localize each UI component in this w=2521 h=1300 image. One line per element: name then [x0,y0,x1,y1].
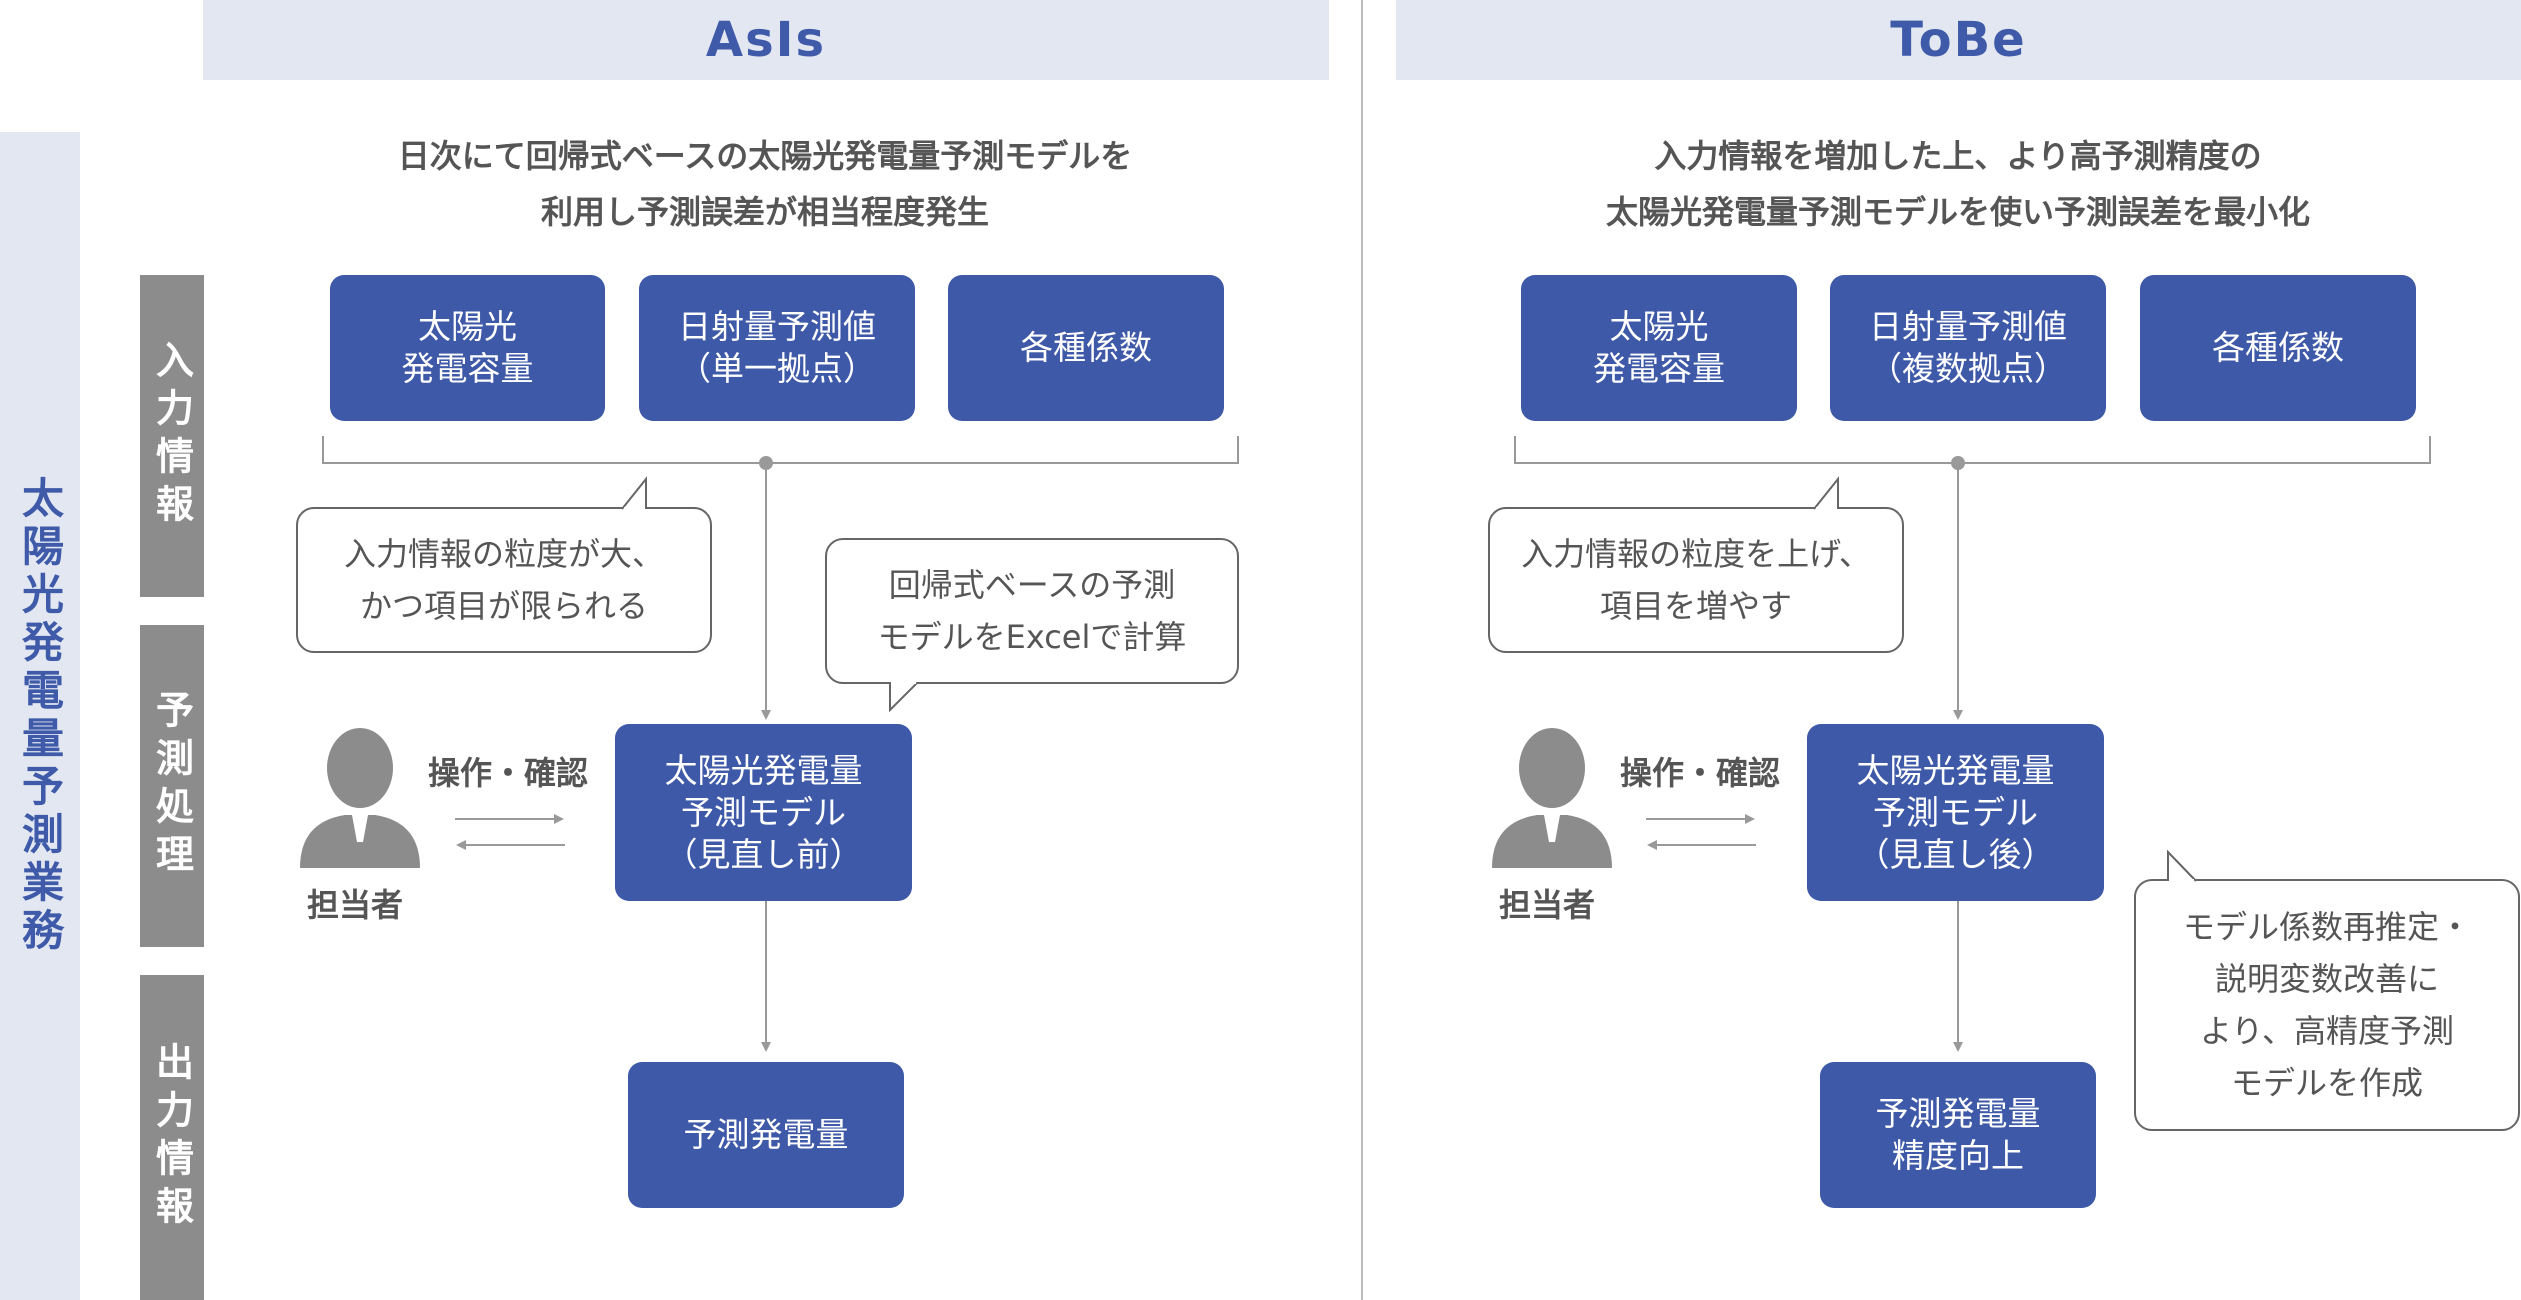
asis-person-label: 担当者 [307,886,404,924]
tobe-input-coefficients: 各種係数 [2140,275,2416,421]
tobe-output-box: 予測発電量 精度向上 [1820,1062,2096,1208]
asis-output-box: 予測発電量 [628,1062,904,1208]
asis-bubble-input: 入力情報の粒度が大、 かつ項目が限られる [296,507,712,653]
side-title: 太陽光発電量予測業務 [0,132,80,1300]
tobe-header: ToBe [1396,0,2521,80]
tobe-bubble-model-tail [2167,850,2197,882]
asis-bubble-input-tail [621,476,647,510]
asis-header: AsIs [203,0,1329,80]
asis-operation-label: 操作・確認 [428,754,589,792]
asis-person-icon [300,728,420,868]
tobe-bubble-input-tail [1813,476,1839,510]
asis-input-irradiance: 日射量予測値 （単一拠点） [639,275,915,421]
asis-bubble-model: 回帰式ベースの予測 モデルをExcelで計算 [825,538,1239,684]
phase-input: 入力情報 [140,275,204,597]
tobe-input-bracket [1514,436,2431,464]
tobe-caption: 入力情報を増加した上、より高予測精度の 太陽光発電量予測モデルを使い予測誤差を最… [1605,137,2310,231]
asis-model-box: 太陽光発電量 予測モデル （見直し前） [615,724,912,901]
tobe-bubble-input: 入力情報の粒度を上げ、 項目を増やす [1488,507,1904,653]
asis-bubble-model-tail [889,682,919,713]
asis-caption: 日次にて回帰式ベースの太陽光発電量予測モデルを 利用し予測誤差が相当程度発生 [397,137,1133,231]
tobe-bubble-model: モデル係数再推定・ 説明変数改善に より、高精度予測 モデルを作成 [2134,879,2520,1131]
tobe-input-irradiance: 日射量予測値 （複数拠点） [1830,275,2106,421]
phase-output: 出力情報 [140,975,204,1300]
asis-input-coefficients: 各種係数 [948,275,1224,421]
tobe-person-icon [1492,728,1612,868]
asis-input-bracket [322,436,1239,464]
tobe-operation-label: 操作・確認 [1620,754,1781,792]
tobe-input-capacity: 太陽光 発電容量 [1521,275,1797,421]
phase-process: 予測処理 [140,625,204,947]
tobe-person-label: 担当者 [1499,886,1596,924]
tobe-model-box: 太陽光発電量 予測モデル （見直し後） [1807,724,2104,901]
asis-input-capacity: 太陽光 発電容量 [330,275,605,421]
